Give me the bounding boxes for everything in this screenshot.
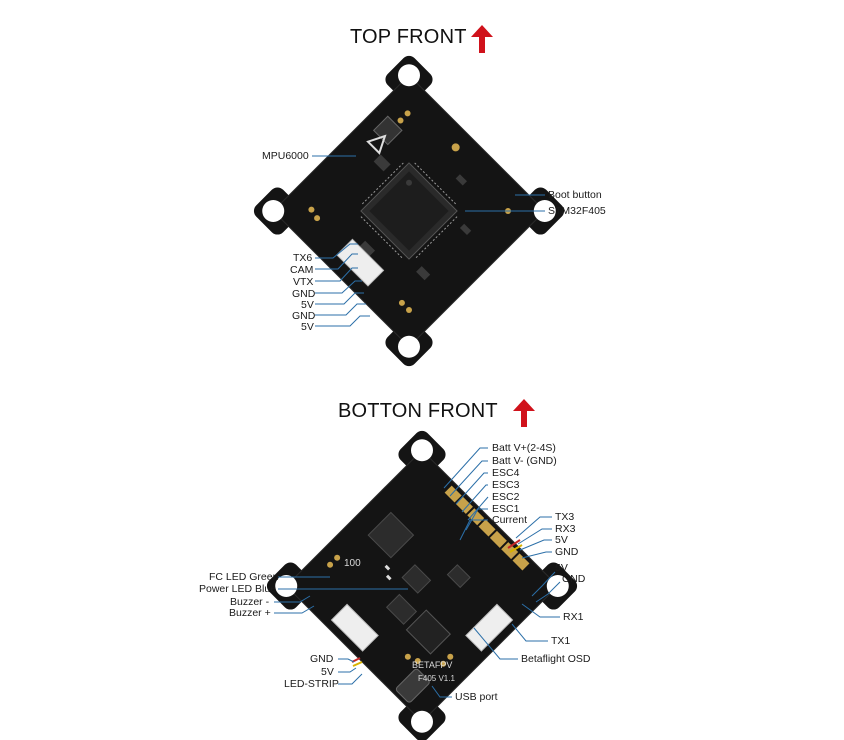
label-rx1: RX1 bbox=[563, 611, 584, 623]
top-mount-holes bbox=[262, 64, 556, 358]
top-title-text: TOP FRONT bbox=[350, 26, 467, 48]
top-title: TOP FRONT bbox=[350, 26, 467, 49]
label-gnd-1: GND bbox=[292, 288, 316, 300]
label-esc2: ESC2 bbox=[492, 491, 520, 503]
bottom-leaders-right bbox=[431, 516, 561, 698]
silk-brand: BETAFPV bbox=[412, 660, 452, 670]
label-5v-strip: 5V bbox=[321, 666, 334, 678]
top-leaders-right bbox=[465, 194, 545, 212]
power-led-icon bbox=[385, 574, 392, 581]
bottom-mount-holes bbox=[275, 439, 569, 733]
top-gold-pads bbox=[308, 110, 511, 313]
bottom-leaders-top bbox=[443, 447, 489, 541]
label-rx3: RX3 bbox=[555, 523, 576, 535]
label-buzzer-neg: Buzzer - bbox=[230, 596, 270, 608]
bottom-board bbox=[266, 430, 578, 740]
bottom-up-arrow-icon bbox=[513, 399, 535, 427]
label-esc3: ESC3 bbox=[492, 479, 520, 491]
label-5v-1: 5V bbox=[301, 299, 314, 311]
top-up-arrow-icon bbox=[471, 25, 493, 53]
label-5v-2: 5V bbox=[301, 321, 314, 333]
label-gnd-strip: GND bbox=[310, 653, 334, 665]
bottom-title-text: BOTTON FRONT bbox=[338, 400, 498, 422]
label-esc4: ESC4 bbox=[492, 467, 520, 479]
label-cam: CAM bbox=[290, 264, 313, 276]
esc-pad-strip bbox=[444, 485, 530, 571]
top-jst-connector bbox=[336, 238, 385, 287]
stm32f405-chip bbox=[360, 162, 458, 260]
label-tx6: TX6 bbox=[293, 252, 312, 264]
silk-model: F405 V1.1 bbox=[418, 674, 455, 683]
silk-inductor: 100 bbox=[344, 558, 361, 569]
label-gnd-2: GND bbox=[292, 310, 316, 322]
label-gnd-a: GND bbox=[555, 546, 579, 558]
label-tx1: TX1 bbox=[551, 635, 570, 647]
top-leaders-left bbox=[312, 155, 370, 327]
label-gnd-b: GND bbox=[562, 573, 586, 585]
top-logo-icon bbox=[366, 134, 387, 155]
top-small-components bbox=[359, 154, 472, 281]
label-vtx: VTX bbox=[293, 276, 313, 288]
bottom-leaders-left bbox=[274, 576, 408, 685]
inductor-100 bbox=[367, 511, 415, 559]
label-esc1: ESC1 bbox=[492, 503, 520, 515]
label-power-led-blue: Power LED Blue bbox=[199, 583, 276, 595]
label-buzzer-pos: Buzzer + bbox=[229, 607, 271, 619]
boot-button-icon bbox=[451, 143, 460, 152]
fc-led-icon bbox=[384, 564, 391, 571]
label-5v-a: 5V bbox=[555, 534, 568, 546]
label-batt-neg: Batt V- (GND) bbox=[492, 455, 557, 467]
bottom-title: BOTTON FRONT bbox=[338, 400, 498, 423]
top-board bbox=[253, 55, 565, 367]
label-boot-button: Boot button bbox=[548, 189, 602, 201]
bottom-small-chips bbox=[385, 564, 471, 625]
led-strip-connector bbox=[330, 603, 379, 652]
label-current: Current bbox=[492, 514, 527, 526]
osd-chip bbox=[405, 609, 451, 655]
label-betaflight-osd: Betaflight OSD bbox=[521, 653, 591, 665]
label-5v-b: 5V bbox=[555, 562, 568, 574]
usb-port bbox=[395, 668, 430, 703]
label-usb-port: USB port bbox=[455, 691, 498, 703]
label-stm32f405: STM32F405 bbox=[548, 205, 606, 217]
label-tx3: TX3 bbox=[555, 511, 574, 523]
label-fc-led-green: FC LED Green bbox=[209, 571, 279, 583]
label-mpu6000: MPU6000 bbox=[262, 150, 309, 162]
uart3-connector bbox=[465, 603, 514, 652]
label-led-strip: LED-STRIP bbox=[284, 678, 339, 690]
label-batt-pos: Batt V+(2-4S) bbox=[492, 442, 556, 454]
bottom-gold-pads bbox=[327, 554, 454, 667]
